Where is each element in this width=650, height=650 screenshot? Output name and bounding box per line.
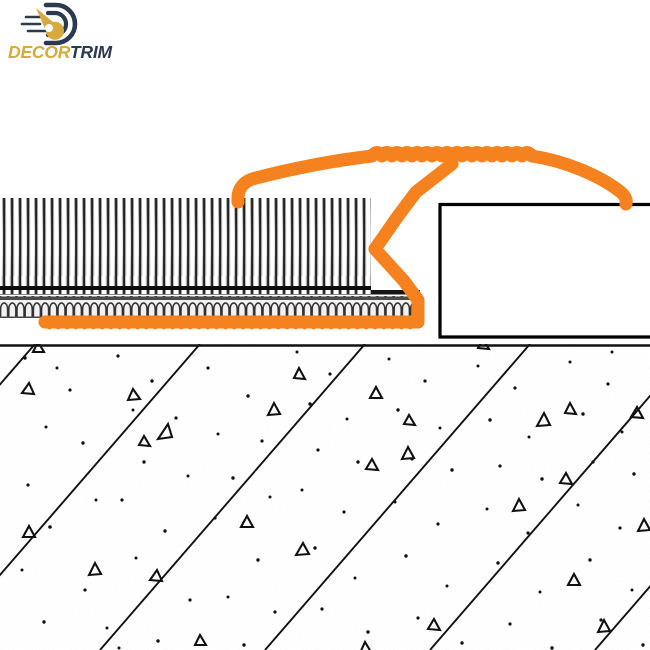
adjacent-floor-panel-outline xyxy=(438,202,650,339)
trim-base-scallops xyxy=(45,325,418,330)
concrete-speckle-dots xyxy=(20,350,645,650)
trim-left-wing xyxy=(231,149,379,209)
trim-serrated-top-ridge xyxy=(365,146,539,163)
concrete-aggregate-marks xyxy=(20,344,650,650)
concrete-hatch-lines xyxy=(0,344,650,650)
concrete-substrate xyxy=(0,344,650,650)
transition-trim-profile xyxy=(38,146,633,329)
carpet-backing-layer xyxy=(0,290,420,318)
trim-upper-web xyxy=(368,157,459,256)
trim-right-wing xyxy=(525,149,633,211)
trim-lower-web xyxy=(368,242,425,329)
carpet-pile-layer xyxy=(0,198,371,294)
carpet-pile-base-line xyxy=(0,286,371,290)
